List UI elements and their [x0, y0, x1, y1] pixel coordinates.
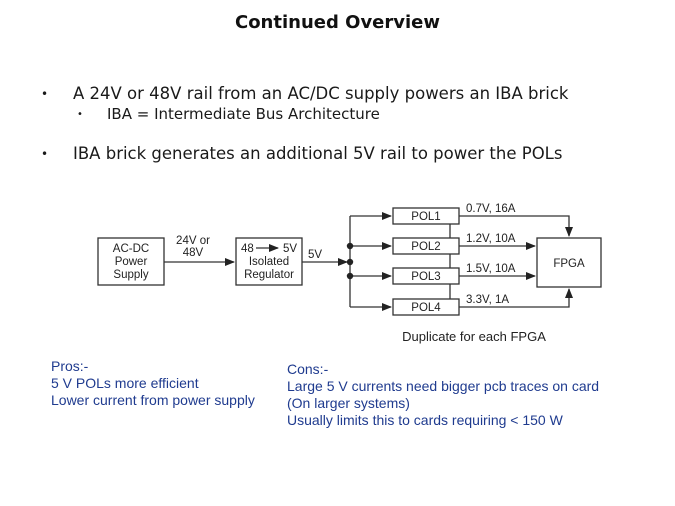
- ac-dc-label-line3: Supply: [113, 269, 148, 281]
- pros-item: 5 V POLs more efficient: [51, 375, 199, 391]
- bullet-dot-icon: •: [41, 87, 49, 101]
- pol2-label: POL2: [411, 241, 440, 253]
- ac-dc-label-line2: Power: [115, 256, 148, 268]
- bullet-dot-icon: •: [41, 147, 49, 161]
- pol2-output-label: 1.2V, 10A: [466, 233, 516, 245]
- bullet-dot-icon: •: [77, 109, 83, 120]
- pol1-label: POL1: [411, 211, 440, 223]
- pol3-label: POL3: [411, 271, 440, 283]
- bullet-text: IBA = Intermediate Bus Architecture: [107, 105, 380, 123]
- regulator-to-label: 5V: [283, 243, 297, 255]
- cons-item: Usually limits this to cards requiring <…: [287, 412, 563, 428]
- pros-heading: Pros:-: [51, 358, 89, 374]
- ac-dc-label-line1: AC-DC: [113, 243, 149, 255]
- junction-dot: [346, 258, 354, 266]
- pol1-output-arrow: [459, 215, 573, 237]
- pros-section: Pros:- 5 V POLs more efficient Lower cur…: [51, 358, 255, 409]
- cons-item: (On larger systems): [287, 395, 410, 411]
- regulator-from-label: 48: [241, 243, 254, 255]
- pol3-output-label: 1.5V, 10A: [466, 263, 516, 275]
- regulator-label-line3: Regulator: [244, 269, 294, 281]
- fpga-label: FPGA: [553, 258, 585, 270]
- input-voltage-label-line2: 48V: [183, 247, 204, 259]
- cons-item: Large 5 V currents need bigger pcb trace…: [287, 378, 600, 394]
- pol4-label: POL4: [411, 302, 441, 314]
- bullet-item: • IBA brick generates an additional 5V r…: [41, 144, 563, 163]
- slide-title: Continued Overview: [234, 12, 440, 33]
- fpga-box: [536, 237, 602, 288]
- pol4-output-label: 3.3V, 1A: [466, 294, 509, 306]
- diagram-caption: Duplicate for each FPGA: [402, 329, 546, 344]
- pol1-output-label: 0.7V, 16A: [466, 203, 516, 215]
- bullet-text: IBA brick generates an additional 5V rai…: [73, 144, 563, 163]
- cons-section: Cons:- Large 5 V currents need bigger pc…: [287, 361, 599, 429]
- pol4-output-arrow: [459, 288, 573, 308]
- input-voltage-label-line1: 24V or: [176, 235, 210, 247]
- junction-dot: [346, 242, 354, 250]
- junction-dot: [346, 272, 354, 280]
- sub-bullet-item: • IBA = Intermediate Bus Architecture: [77, 105, 380, 123]
- bullet-text: A 24V or 48V rail from an AC/DC supply p…: [73, 84, 569, 103]
- pros-item: Lower current from power supply: [51, 392, 255, 408]
- bullet-item: • A 24V or 48V rail from an AC/DC supply…: [41, 84, 569, 103]
- cons-heading: Cons:-: [287, 361, 329, 377]
- regulator-label-line2: Isolated: [249, 256, 289, 268]
- bus-voltage-label: 5V: [308, 249, 322, 261]
